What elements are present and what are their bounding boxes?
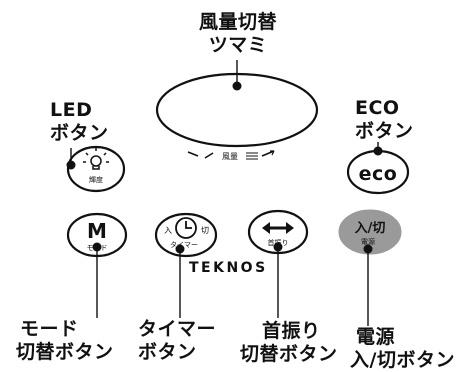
left-right-arrow-icon [262, 222, 294, 234]
timer-sublabel: タイマー [170, 240, 198, 249]
timer-label-line2: ボタン [138, 341, 197, 363]
mode-label-line1: モード [20, 318, 79, 340]
dial-scale-label: 風量 [222, 152, 238, 161]
mode-button-main: M [87, 219, 107, 243]
led-label-line1: LED [50, 99, 93, 121]
timer-left-label: 入 [164, 226, 172, 235]
swing-label-line1: 首振り [262, 320, 321, 342]
timer-callout: タイマー ボタン [138, 318, 216, 364]
swing-callout: 首振り 切替ボタン [240, 320, 338, 366]
timer-right-label: 切 [201, 226, 209, 235]
timer-button[interactable] [154, 212, 218, 258]
fan-dial-callout: 風量切替 ツマミ [196, 11, 280, 57]
dial-scale-indicator: 風量 [187, 150, 275, 161]
mode-callout: モード 切替ボタン [16, 318, 114, 364]
led-label-line2: ボタン [50, 122, 109, 144]
power-label-line1: 電源 [356, 326, 396, 348]
timer-label-line1: タイマー [138, 318, 217, 340]
eco-label-line1: ECO [355, 97, 400, 119]
fan-dial-label-line2: ツマミ [208, 34, 268, 56]
power-button-main: 入/切 [355, 221, 386, 236]
brand-logo: TEKNOS [189, 260, 268, 276]
led-button-sublabel: 輝度 [89, 175, 103, 184]
led-callout: LED ボタン [50, 99, 109, 145]
mode-label-line2: 切替ボタン [16, 341, 114, 363]
eco-button-text: eco [359, 163, 398, 185]
power-label-line2: 入/切ボタン [350, 349, 455, 371]
bulb-icon [83, 148, 109, 170]
power-button[interactable] [338, 209, 402, 255]
power-button-sublabel: 電源 [361, 237, 375, 246]
clock-icon [175, 217, 197, 239]
eco-callout: ECO ボタン [355, 97, 414, 143]
eco-label-line2: ボタン [355, 120, 414, 142]
power-callout: 電源 入/切ボタン [350, 326, 455, 372]
swing-label-line2: 切替ボタン [240, 343, 338, 365]
fan-dial-label-line1: 風量切替 [198, 11, 277, 33]
